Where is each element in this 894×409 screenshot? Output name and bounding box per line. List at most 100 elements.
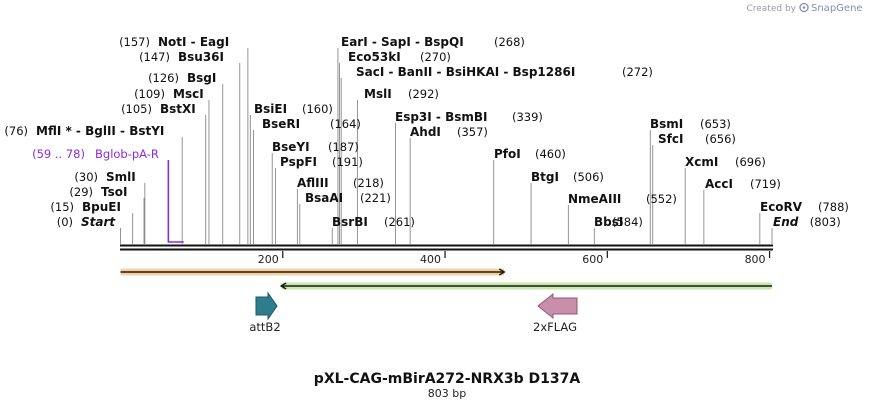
tick-label-600: 600: [582, 253, 603, 266]
site-pspfi[interactable]: (191) PspFI: [280, 155, 363, 169]
site-position-msli: (292): [408, 87, 439, 101]
site-position-btgi: (506): [573, 170, 604, 184]
site-position-ecorv: (788): [818, 200, 849, 214]
site-position-bsrbi: (261): [384, 215, 415, 229]
site-esp3i-bsmbi[interactable]: (339)Esp3I - BsmBI: [395, 110, 543, 124]
site-name-nmeaiii: NmeAIII: [568, 192, 621, 206]
site-name-bsu36i: Bsu36I: [178, 50, 224, 64]
site-position-bbsi: (584): [612, 215, 643, 229]
site-eco53ki[interactable]: (270) Eco53kI: [348, 50, 451, 64]
site-bsiei[interactable]: (160)BsiEI: [254, 102, 333, 116]
site-eari-sapi-bspqi[interactable]: (268) EarI - SapI - BspQI: [341, 35, 525, 49]
site-name-btgi: BtgI: [531, 170, 559, 184]
site-position-end: (803): [810, 215, 841, 229]
feature-attB2[interactable]: attB2: [249, 291, 281, 334]
site-position-eari-sapi-bspqi: (268): [494, 35, 525, 49]
primer-name[interactable]: Bglob-pA-R: [95, 147, 159, 161]
site-name-bsmi: BsmI: [650, 117, 683, 131]
site-name-eari-sapi-bspqi: EarI - SapI - BspQI: [341, 35, 464, 49]
site-name-bbsi: BbsI: [594, 215, 623, 229]
orf-bars: [120, 268, 772, 290]
site-afliii[interactable]: (218)AflIII: [297, 176, 384, 190]
site-position-bsaai: (221): [360, 191, 391, 205]
site-saci-banii-bsihkai-bsp1286i[interactable]: (272)SacI - BanII - BsiHKAI - Bsp1286I: [356, 65, 653, 79]
site-name-mfli-bglii-bstyi: MflI * - BglII - BstYI: [36, 124, 164, 138]
site-bsgi[interactable]: (126)BsgI: [148, 71, 216, 85]
site-name-afliii: AflIII: [297, 176, 329, 190]
site-name-bsaai: BsaAI: [305, 191, 343, 205]
site-position-bsiei: (160): [302, 102, 333, 116]
site-start[interactable]: (0) Start: [57, 215, 117, 229]
site-pfoi[interactable]: (460)PfoI: [494, 147, 566, 161]
site-name-eco53ki: Eco53kI: [348, 50, 401, 64]
site-name-bseri: BseRI: [262, 117, 300, 131]
site-name-tsoi: TsoI: [101, 185, 127, 199]
site-position-saci-banii-bsihkai-bsp1286i: (272): [622, 65, 653, 79]
site-name-acci: AccI: [705, 177, 733, 191]
site-name-pfoi: PfoI: [494, 147, 521, 161]
site-bsmi[interactable]: (653) BsmI: [650, 117, 731, 131]
primer-annotation: (59 .. 78)Bglob-pA-R: [32, 147, 184, 243]
site-name-xcmi: XcmI: [685, 155, 718, 169]
site-position-smli: (30): [74, 170, 98, 184]
2xflag-arrow-icon[interactable]: [537, 292, 578, 320]
attB2-arrow-icon[interactable]: [255, 291, 278, 321]
site-btgi[interactable]: (506) BtgI: [531, 170, 604, 184]
site-name-ahdi: AhdI: [410, 125, 441, 139]
site-position-sfci: (656): [705, 132, 736, 146]
cut-site-lines: [120, 48, 773, 245]
site-name-msci: MscI: [173, 87, 204, 101]
site-bsrbi[interactable]: (261) BsrBI: [332, 215, 415, 229]
site-name-pspfi: PspFI: [280, 155, 317, 169]
site-name-bsgi: BsgI: [187, 71, 216, 85]
site-end[interactable]: (803)End: [773, 215, 841, 229]
site-ecorv[interactable]: (788)EcoRV: [760, 200, 849, 214]
orf-arrowhead-icon-0: [498, 268, 506, 276]
site-acci[interactable]: (719)AccI: [705, 177, 781, 191]
site-name-msli: MslI: [364, 87, 392, 101]
site-position-bsmi: (653): [700, 117, 731, 131]
site-bseri[interactable]: (164) BseRI: [262, 117, 361, 131]
site-position-nmeaiii: (552): [646, 192, 677, 206]
tick-label-800: 800: [745, 253, 766, 266]
site-smli[interactable]: (30) SmlI: [74, 170, 135, 184]
site-bpuei[interactable]: (15)BpuEI: [50, 200, 121, 214]
site-name-smli: SmlI: [106, 170, 136, 184]
site-position-bseri: (164): [330, 117, 361, 131]
site-xcmi[interactable]: (696)XcmI: [685, 155, 766, 169]
site-noti-eagi[interactable]: (157)NotI - EagI: [119, 35, 229, 49]
credit-brand: SnapGene: [811, 3, 863, 14]
site-bstxi[interactable]: (105)BstXI: [121, 102, 196, 116]
map-title: pXL-CAG-mBirA272-NRX3b D137A: [314, 371, 581, 387]
site-name-bsrbi: BsrBI: [332, 215, 368, 229]
site-msci[interactable]: (109) MscI: [134, 87, 204, 101]
site-position-noti-eagi: (157): [119, 35, 150, 49]
site-sfci[interactable]: (656)SfcI: [658, 132, 736, 146]
site-position-msci: (109): [134, 87, 165, 101]
orf-arrowhead-icon-1: [279, 282, 287, 290]
site-nmeaiii[interactable]: (552) NmeAIII: [568, 192, 677, 206]
site-bsaai[interactable]: (221) BsaAI: [305, 191, 391, 205]
site-ahdi[interactable]: (357) AhdI: [410, 125, 488, 139]
site-bsu36i[interactable]: (147)Bsu36I: [139, 50, 224, 64]
site-position-tsoi: (29): [69, 185, 93, 199]
tick-label-200: 200: [258, 253, 279, 266]
site-position-start: (0): [57, 215, 73, 229]
site-tsoi[interactable]: (29) TsoI: [69, 185, 127, 199]
site-position-eco53ki: (270): [420, 50, 451, 64]
site-msli[interactable]: (292) MslI: [364, 87, 439, 101]
site-position-pspfi: (191): [332, 155, 363, 169]
2xflag-label: 2xFLAG: [533, 320, 577, 334]
site-name-bseyi: BseYI: [272, 140, 310, 154]
site-bbsi[interactable]: (584)BbsI: [594, 215, 643, 229]
site-position-bpuei: (15): [50, 200, 74, 214]
tick-label-400: 400: [420, 253, 441, 266]
site-position-bstxi: (105): [121, 102, 152, 116]
site-position-ahdi: (357): [457, 125, 488, 139]
site-bseyi[interactable]: (187)BseYI: [272, 140, 359, 154]
ruler-ticks: 200 400 600 800: [258, 251, 771, 266]
feature-2xflag[interactable]: 2xFLAG: [533, 292, 578, 334]
site-name-start: Start: [81, 215, 116, 229]
site-mfli-bglii-bstyi[interactable]: (76)MflI * - BglII - BstYI: [4, 124, 164, 138]
